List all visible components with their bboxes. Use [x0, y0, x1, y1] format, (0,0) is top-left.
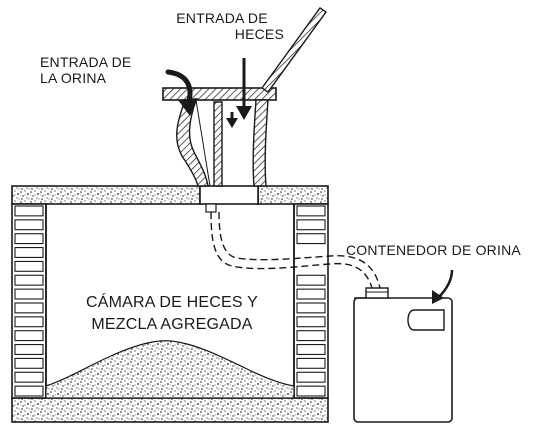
brick: [14, 344, 44, 355]
pedestal-left-wall: [176, 99, 209, 187]
seat-top: [162, 87, 277, 101]
pedestal-right-wall: [252, 99, 269, 187]
drop-hole: [199, 185, 259, 205]
brick: [296, 357, 326, 369]
brick: [14, 316, 44, 328]
urine-inlet-label: ENTRADA DE LA ORINA: [40, 54, 131, 86]
brick: [296, 302, 326, 314]
urine-container-label-text: CONTENEDOR DE ORINA: [346, 242, 521, 258]
brick: [14, 288, 44, 300]
brick: [14, 205, 44, 217]
brick: [296, 219, 326, 231]
arrows: [165, 58, 454, 304]
faeces-inlet-label: ENTRADA DE HECES: [160, 10, 284, 42]
brick: [14, 260, 44, 272]
brick: [14, 247, 44, 258]
urine-pipe: [210, 211, 381, 289]
brick: [14, 219, 44, 231]
brick: [14, 330, 44, 342]
brick: [296, 316, 326, 328]
chamber-label: CÁMARA DE HECES Y MEZCLA AGREGADA: [62, 292, 282, 336]
chamber-label-line1: CÁMARA DE HECES Y: [85, 294, 259, 311]
top-slab-right: [257, 185, 329, 205]
brick: [14, 385, 44, 397]
brick: [296, 344, 326, 355]
brick: [14, 274, 44, 286]
chamber-label-line2: MEZCLA AGREGADA: [91, 316, 253, 333]
brick: [14, 302, 44, 314]
container-cap: [365, 287, 389, 299]
brick: [14, 233, 44, 245]
bottom-slab: [11, 397, 329, 423]
brick: [14, 357, 44, 369]
top-slab-left: [11, 185, 201, 205]
chamber-structure: [11, 185, 329, 423]
container-handle: [407, 309, 445, 331]
urine-container-label: CONTENEDOR DE ORINA: [346, 242, 521, 258]
brick: [296, 288, 326, 300]
curved-arrow-icon-container: [437, 269, 454, 299]
urine-inlet-label-line2: LA ORINA: [40, 70, 107, 86]
urine-inlet-label-line1: ENTRADA DE: [40, 54, 132, 70]
ventilation-pipe: [261, 7, 327, 93]
urine-divider: [213, 101, 223, 187]
brick: [296, 274, 326, 286]
brick: [296, 205, 326, 217]
brick: [296, 371, 326, 383]
brick: [296, 330, 326, 342]
brick: [14, 371, 44, 383]
faeces-heap: [45, 340, 295, 399]
urine-container: [353, 287, 453, 423]
brick: [296, 233, 326, 245]
faeces-inlet-label-line1: ENTRADA DE: [176, 10, 268, 26]
faeces-inlet-label-line2: HECES: [234, 26, 284, 42]
right-brick-wall: [293, 203, 329, 399]
left-brick-wall: [11, 203, 47, 399]
brick: [296, 385, 326, 397]
